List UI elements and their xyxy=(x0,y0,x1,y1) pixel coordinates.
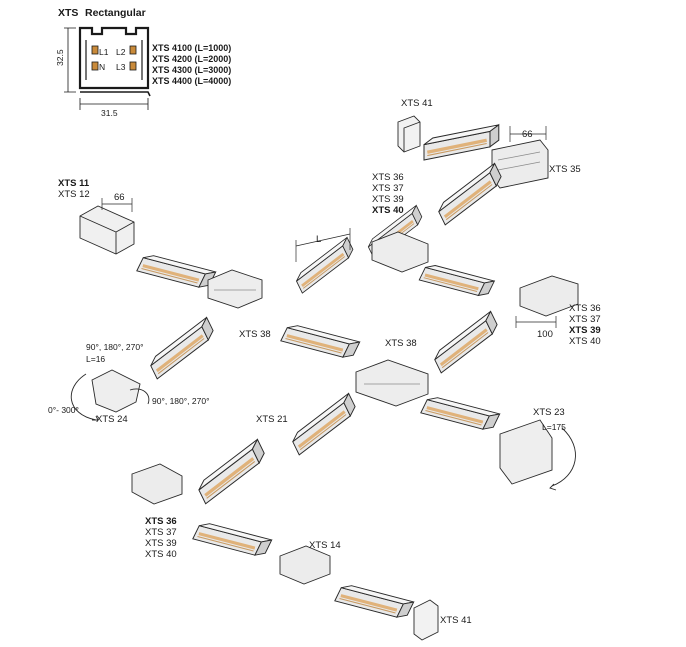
phase-l3: L3 xyxy=(116,62,126,72)
height-dimension-line xyxy=(64,27,76,93)
label-right-2: XTS 37 xyxy=(569,314,601,325)
profile-width: 31.5 xyxy=(101,108,118,118)
corner-connector-right xyxy=(519,275,579,317)
profile-code: XTS xyxy=(58,7,78,19)
phase-l1: L1 xyxy=(99,47,109,57)
label-top-mid-2: XTS 37 xyxy=(372,183,404,194)
label-right-1: XTS 36 xyxy=(569,303,601,314)
label-xts35: XTS 35 xyxy=(549,164,581,175)
dimension-L xyxy=(295,228,351,262)
start-feed-left xyxy=(79,205,135,255)
model-4100: XTS 4100 (L=1000) xyxy=(152,43,231,53)
label-bottom-left-2: XTS 37 xyxy=(145,527,177,538)
connector-bottom-mid xyxy=(279,545,331,585)
flexible-corner-right xyxy=(499,419,576,491)
label-xts41-bottom: XTS 41 xyxy=(440,615,472,626)
label-bottom-left-4: XTS 40 xyxy=(145,549,177,560)
connector-lower-left xyxy=(131,463,183,505)
label-right-4: XTS 40 xyxy=(569,336,601,347)
label-right-3: XTS 39 xyxy=(569,325,601,336)
label-top-mid-4: XTS 40 xyxy=(372,205,404,216)
profile-drawing xyxy=(78,26,151,97)
dimension-100 xyxy=(515,316,557,328)
profile-type: Rectangular xyxy=(85,7,146,19)
label-xts24: XTS 24 xyxy=(96,414,128,425)
label-bottom-left-1: XTS 36 xyxy=(145,516,177,527)
label-l175: L=175 xyxy=(542,422,566,432)
x-connector-center xyxy=(355,359,429,407)
label-xts14: XTS 14 xyxy=(309,540,341,551)
flexible-corner-left xyxy=(70,369,150,421)
label-dim100: 100 xyxy=(537,329,553,340)
label-dim66-top: 66 xyxy=(522,129,533,140)
label-angles-b: 90°, 180°, 270° xyxy=(152,396,209,406)
profile-height: 32.5 xyxy=(55,49,65,66)
label-top-mid-3: XTS 39 xyxy=(372,194,404,205)
profile-section: XTS Rectangular L1 N L2 L3 32.5 31.5 XTS… xyxy=(55,7,231,118)
phase-n: N xyxy=(99,62,105,72)
label-xts38-b: XTS 38 xyxy=(385,338,417,349)
corner-connector-top xyxy=(491,139,549,189)
label-angle-0-300: 0°- 300° xyxy=(48,405,79,415)
label-xts23: XTS 23 xyxy=(533,407,565,418)
model-4300: XTS 4300 (L=3000) xyxy=(152,65,231,75)
label-bottom-left-3: XTS 39 xyxy=(145,538,177,549)
model-4200: XTS 4200 (L=2000) xyxy=(152,54,231,64)
width-dimension-line xyxy=(79,98,149,110)
dimension-66-top xyxy=(509,126,547,142)
track-layout xyxy=(70,115,579,641)
label-dim66-left: 66 xyxy=(114,192,125,203)
label-dim-l: L xyxy=(316,234,321,245)
model-4400: XTS 4400 (L=4000) xyxy=(152,76,231,86)
end-cap-bottom xyxy=(413,599,439,641)
label-xts41-top: XTS 41 xyxy=(401,98,433,109)
x-connector-top-mid xyxy=(371,231,429,273)
label-xts12: XTS 12 xyxy=(58,189,90,200)
label-l16: L=16 xyxy=(86,354,105,364)
label-xts38-a: XTS 38 xyxy=(239,329,271,340)
dimension-66-left xyxy=(101,198,133,212)
label-angles-a: 90°, 180°, 270° xyxy=(86,342,143,352)
label-xts21: XTS 21 xyxy=(256,414,288,425)
label-xts11: XTS 11 xyxy=(58,178,90,189)
end-cap-top xyxy=(397,115,421,153)
phase-l2: L2 xyxy=(116,47,126,57)
component-labels: XTS 41 66 XTS 35 XTS 36 XTS 37 XTS 39 XT… xyxy=(48,98,601,626)
label-top-mid-1: XTS 36 xyxy=(372,172,404,183)
x-connector-left xyxy=(207,269,263,309)
